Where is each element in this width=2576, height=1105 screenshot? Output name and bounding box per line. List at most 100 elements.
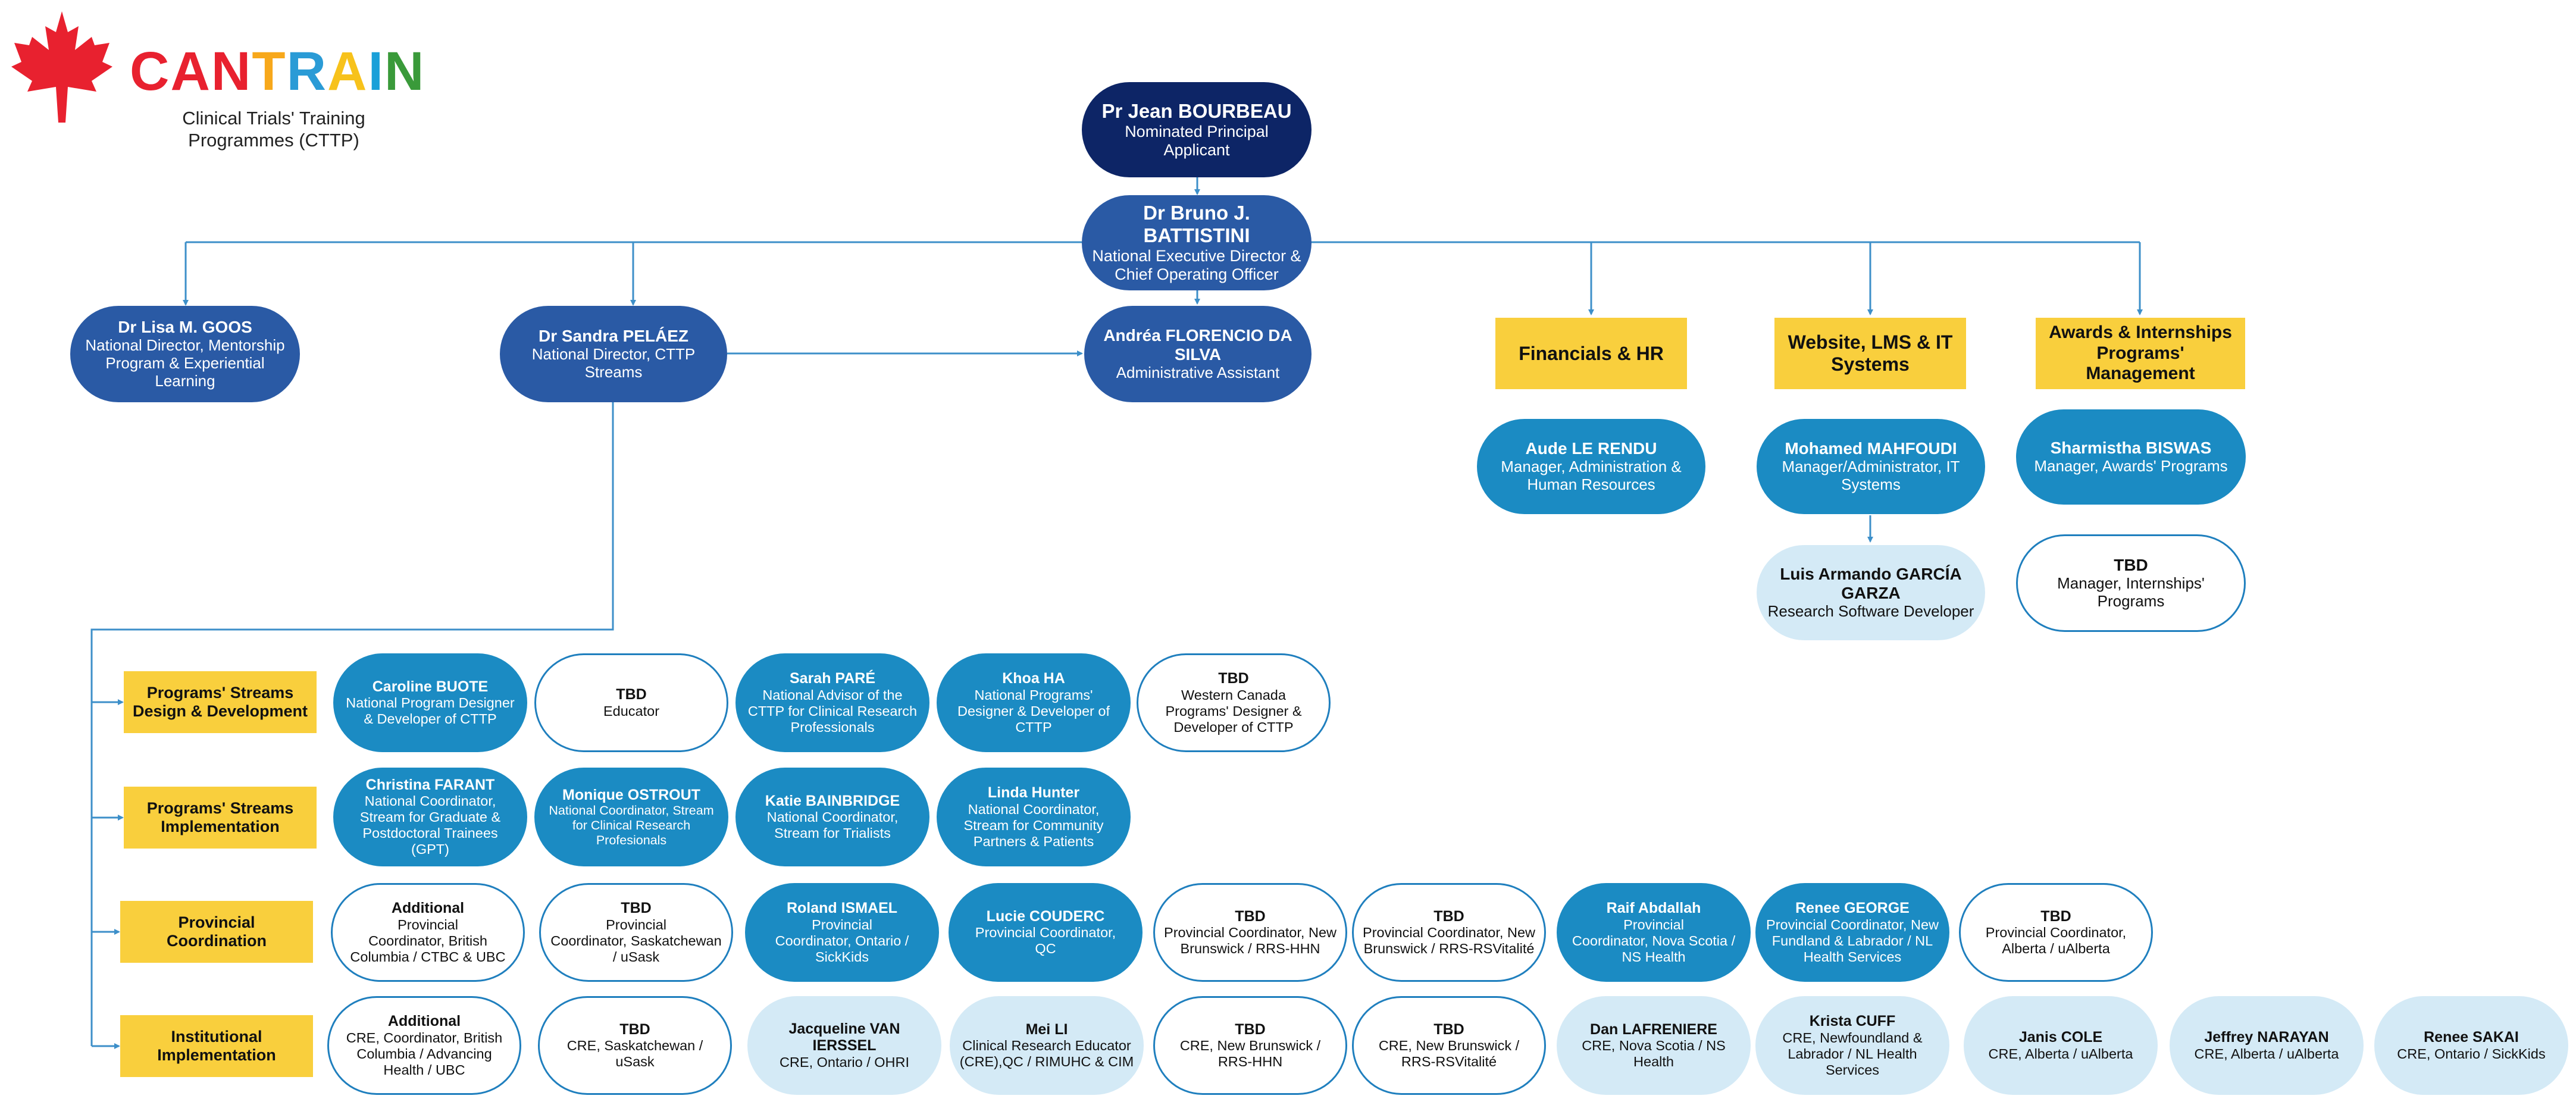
node-garcia: Luis Armando GARCÍA GARZA Research Softw… xyxy=(1757,545,1985,640)
node-pelaez: Dr Sandra PELÁEZ National Director, CTTP… xyxy=(500,306,727,402)
logo-letter: N xyxy=(211,41,252,102)
dept-label: Management xyxy=(2086,364,2195,384)
node-role: Research Software Developer xyxy=(1767,602,1974,621)
node-role: Manager, Internships' Programs xyxy=(2057,574,2205,611)
node-tbd-nb-hhn: TBD Provincial Coordinator, New Brunswic… xyxy=(1153,883,1347,982)
node-role: Provincial Coordinator, New xyxy=(1363,925,1535,941)
node-role: Streams xyxy=(584,363,643,381)
node-role: National Coordinator, xyxy=(968,801,1100,817)
dept-label: Programs' xyxy=(2096,343,2184,363)
node-role: Fundland & Labrador / NL xyxy=(1771,932,1933,949)
node-role: Labrador / NL Health xyxy=(1788,1045,1917,1062)
node-role: Administrative Assistant xyxy=(1116,364,1280,382)
node-ismael: Roland ISMAEL Provincial Coordinator, On… xyxy=(745,883,939,982)
node-role: Provincial Coordinator, New xyxy=(1766,916,1939,932)
node-name: Dr Sandra PELÁEZ xyxy=(538,327,689,346)
node-name: Additional xyxy=(387,1013,461,1030)
node-name: Linda Hunter xyxy=(987,784,1080,802)
node-role: National Executive Director & xyxy=(1092,246,1301,265)
row-label-design-development: Programs' Streams Design & Development xyxy=(124,671,317,733)
node-name: TBD xyxy=(616,686,647,703)
node-role: Program & Experiential xyxy=(105,354,265,372)
node-name: TBD xyxy=(619,1021,650,1038)
node-goos: Dr Lisa M. GOOS National Director, Mento… xyxy=(70,306,300,402)
node-role: Health Services xyxy=(1803,949,1902,965)
node-hunter: Linda Hunter National Coordinator, Strea… xyxy=(937,768,1131,866)
node-narayan: Jeffrey NARAYAN CRE, Alberta / uAlberta xyxy=(2170,996,2364,1095)
node-role: Provincial xyxy=(397,916,458,932)
node-name: Khoa HA xyxy=(1002,670,1065,687)
node-florencio: Andréa FLORENCIO DA SILVA Administrative… xyxy=(1084,306,1312,402)
node-name: Luis Armando GARCÍA GARZA xyxy=(1780,564,1962,603)
row-label-text: Institutional xyxy=(171,1027,262,1045)
node-role: Provincial xyxy=(606,916,666,932)
node-tbd-internships: TBD Manager, Internships' Programs xyxy=(2016,534,2246,632)
node-name: SILVA xyxy=(1174,345,1222,364)
node-additional-cre-bc: Additional CRE, Coordinator, British Col… xyxy=(327,996,521,1095)
node-role: Learning xyxy=(155,372,215,390)
node-role: Chief Operating Officer xyxy=(1115,265,1279,283)
node-bourbeau: Pr Jean BOURBEAU Nominated Principal App… xyxy=(1082,82,1312,177)
node-role: for Clinical Research xyxy=(572,818,691,833)
node-additional-bc: Additional Provincial Coordinator, Briti… xyxy=(331,883,525,982)
node-tbd-alberta: TBD Provincial Coordinator, Alberta / uA… xyxy=(1959,883,2153,982)
node-role: uSask xyxy=(615,1054,655,1070)
node-role: National Coordinator, xyxy=(364,793,496,809)
logo-letter: R xyxy=(286,41,328,102)
node-role: CTTP xyxy=(1015,719,1052,735)
node-role: Alberta / uAlberta xyxy=(2002,941,2110,957)
node-name: Jeffrey NARAYAN xyxy=(2204,1029,2329,1046)
maple-leaf-icon xyxy=(11,11,112,123)
node-role: Provincial xyxy=(812,916,872,932)
node-role: CRE, Alberta / uAlberta xyxy=(2194,1045,2339,1062)
logo-letter: A xyxy=(327,41,368,102)
node-lerendu: Aude LE RENDU Manager, Administration & … xyxy=(1477,419,1705,514)
dept-website-it: Website, LMS & IT Systems xyxy=(1774,318,1966,389)
node-role: Stream for Graduate & xyxy=(359,809,501,825)
node-name: Lucie COUDERC xyxy=(986,907,1105,925)
dept-label: Awards & Internships xyxy=(2049,323,2232,343)
node-name: TBD xyxy=(1433,907,1464,925)
line-pelaez-down xyxy=(90,402,614,1046)
node-role: Provincial Coordinator, xyxy=(1985,925,2127,941)
node-name: Katie BAINBRIDGE xyxy=(765,792,900,809)
node-role: Human Resources xyxy=(1527,475,1655,494)
node-role: QC xyxy=(1035,941,1056,957)
node-role: Coordinator, Saskatchewan xyxy=(550,932,722,949)
node-pare: Sarah PARÉ National Advisor of the CTTP … xyxy=(735,653,929,752)
node-role: Developer of CTTP xyxy=(1173,719,1294,735)
node-role: Provincial Coordinator, xyxy=(975,925,1116,941)
node-role: National Coordinator, Stream xyxy=(549,803,714,818)
node-name: Pr Jean BOURBEAU xyxy=(1101,99,1292,122)
node-name: TBD xyxy=(2040,907,2071,925)
node-role: CRE, Coordinator, British xyxy=(346,1029,503,1045)
node-role: CRE, Alberta / uAlberta xyxy=(1988,1045,2133,1062)
node-cole: Janis COLE CRE, Alberta / uAlberta xyxy=(1964,996,2158,1095)
logo-subtitle: Clinical Trials' Training Programmes (CT… xyxy=(149,107,399,151)
node-role: Programs' Designer & xyxy=(1165,703,1302,719)
node-buote: Caroline BUOTE National Program Designer… xyxy=(333,653,527,752)
node-role: Systems xyxy=(1841,475,1901,494)
row-label-institutional: Institutional Implementation xyxy=(120,1015,313,1077)
node-role: Coordinator, Nova Scotia / xyxy=(1572,932,1736,949)
node-role: CRE, New Brunswick / xyxy=(1378,1038,1520,1054)
row-label-text: Provincial Coordination xyxy=(167,913,267,950)
node-tbd-cre-nb-vitalite: TBD CRE, New Brunswick / RRS-RSVitalité xyxy=(1352,996,1546,1095)
node-name: TBD xyxy=(1235,907,1266,925)
node-tbd-educator: TBD Educator xyxy=(534,653,728,752)
node-role: National Director, CTTP xyxy=(531,345,696,364)
node-role: Coordinator, British xyxy=(368,932,487,949)
node-name: TBD xyxy=(1433,1021,1464,1038)
node-name: TBD xyxy=(621,900,652,917)
node-ostrout: Monique OSTROUT National Coordinator, St… xyxy=(534,768,728,866)
node-name: Roland ISMAEL xyxy=(786,900,898,917)
node-role: & Developer of CTTP xyxy=(364,711,497,727)
node-role: CRE, Newfoundland & xyxy=(1782,1029,1923,1045)
dept-label: Financials & HR xyxy=(1519,342,1664,364)
node-role: (GPT) xyxy=(411,841,449,857)
row-label-text: Implementation xyxy=(157,1046,276,1064)
row-label-text: Implementation xyxy=(161,818,280,835)
node-role: CRE, New Brunswick / xyxy=(1179,1038,1321,1054)
node-cuff: Krista CUFF CRE, Newfoundland & Labrador… xyxy=(1755,996,1949,1095)
node-name: Monique OSTROUT xyxy=(562,786,700,803)
